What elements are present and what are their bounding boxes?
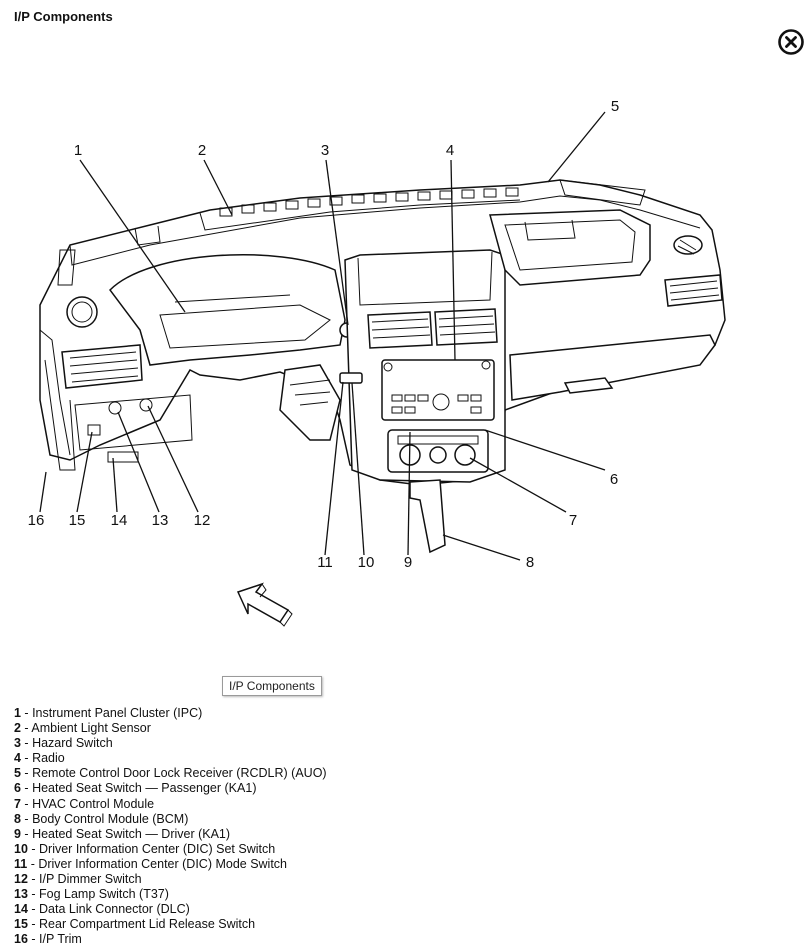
leader-lines [39, 111, 606, 561]
legend-item: 9 - Heated Seat Switch — Driver (KA1) [14, 826, 231, 841]
legend-item: 3 - Hazard Switch [14, 736, 113, 751]
legend-item: 12 - I/P Dimmer Switch [14, 872, 142, 887]
callout-16: 16 [28, 512, 45, 529]
callout-13: 13 [152, 512, 169, 529]
callout-6: 6 [610, 471, 618, 488]
callout-4: 4 [446, 142, 454, 159]
legend-item: 10 - Driver Information Center (DIC) Set… [14, 841, 276, 856]
legend-item: 16 - I/P Trim [14, 932, 82, 947]
legend-item: 8 - Body Control Module (BCM) [14, 811, 189, 826]
legend-item: 6 - Heated Seat Switch — Passenger (KA1) [14, 781, 257, 796]
legend-item: 13 - Fog Lamp Switch (T37) [14, 887, 169, 902]
component-legend: 1 - Instrument Panel Cluster (IPC) 2 - A… [14, 706, 327, 948]
legend-item: 5 - Remote Control Door Lock Receiver (R… [14, 766, 327, 781]
legend-item: 2 - Ambient Light Sensor [14, 721, 151, 736]
callout-2: 2 [198, 142, 206, 159]
callout-14: 14 [111, 512, 128, 529]
diagram-caption: I/P Components [222, 676, 322, 696]
callout-7: 7 [569, 512, 577, 529]
dashboard-drawing [39, 179, 726, 554]
callout-10: 10 [358, 554, 375, 571]
dashboard-diagram: 1 2 3 4 5 6 7 8 9 10 11 12 13 14 15 16 [28, 98, 726, 627]
callout-3: 3 [321, 142, 329, 159]
close-icon[interactable] [777, 28, 805, 56]
forward-arrow-icon [236, 582, 293, 627]
callout-5: 5 [611, 98, 619, 115]
callout-8: 8 [526, 554, 534, 571]
page-title: I/P Components [14, 9, 113, 24]
legend-item: 11 - Driver Information Center (DIC) Mod… [14, 856, 288, 871]
legend-item: 1 - Instrument Panel Cluster (IPC) [14, 706, 203, 720]
legend-item: 4 - Radio [14, 751, 65, 766]
legend-item: 7 - HVAC Control Module [14, 796, 155, 811]
callout-9: 9 [404, 554, 412, 571]
callout-15: 15 [69, 512, 86, 529]
callouts: 1 2 3 4 5 6 7 8 9 10 11 12 13 14 15 16 [28, 98, 620, 571]
callout-1: 1 [74, 142, 82, 159]
legend-item: 15 - Rear Compartment Lid Release Switch [14, 917, 256, 932]
callout-12: 12 [194, 512, 211, 529]
legend-item: 14 - Data Link Connector (DLC) [14, 902, 190, 917]
callout-11: 11 [317, 554, 333, 571]
